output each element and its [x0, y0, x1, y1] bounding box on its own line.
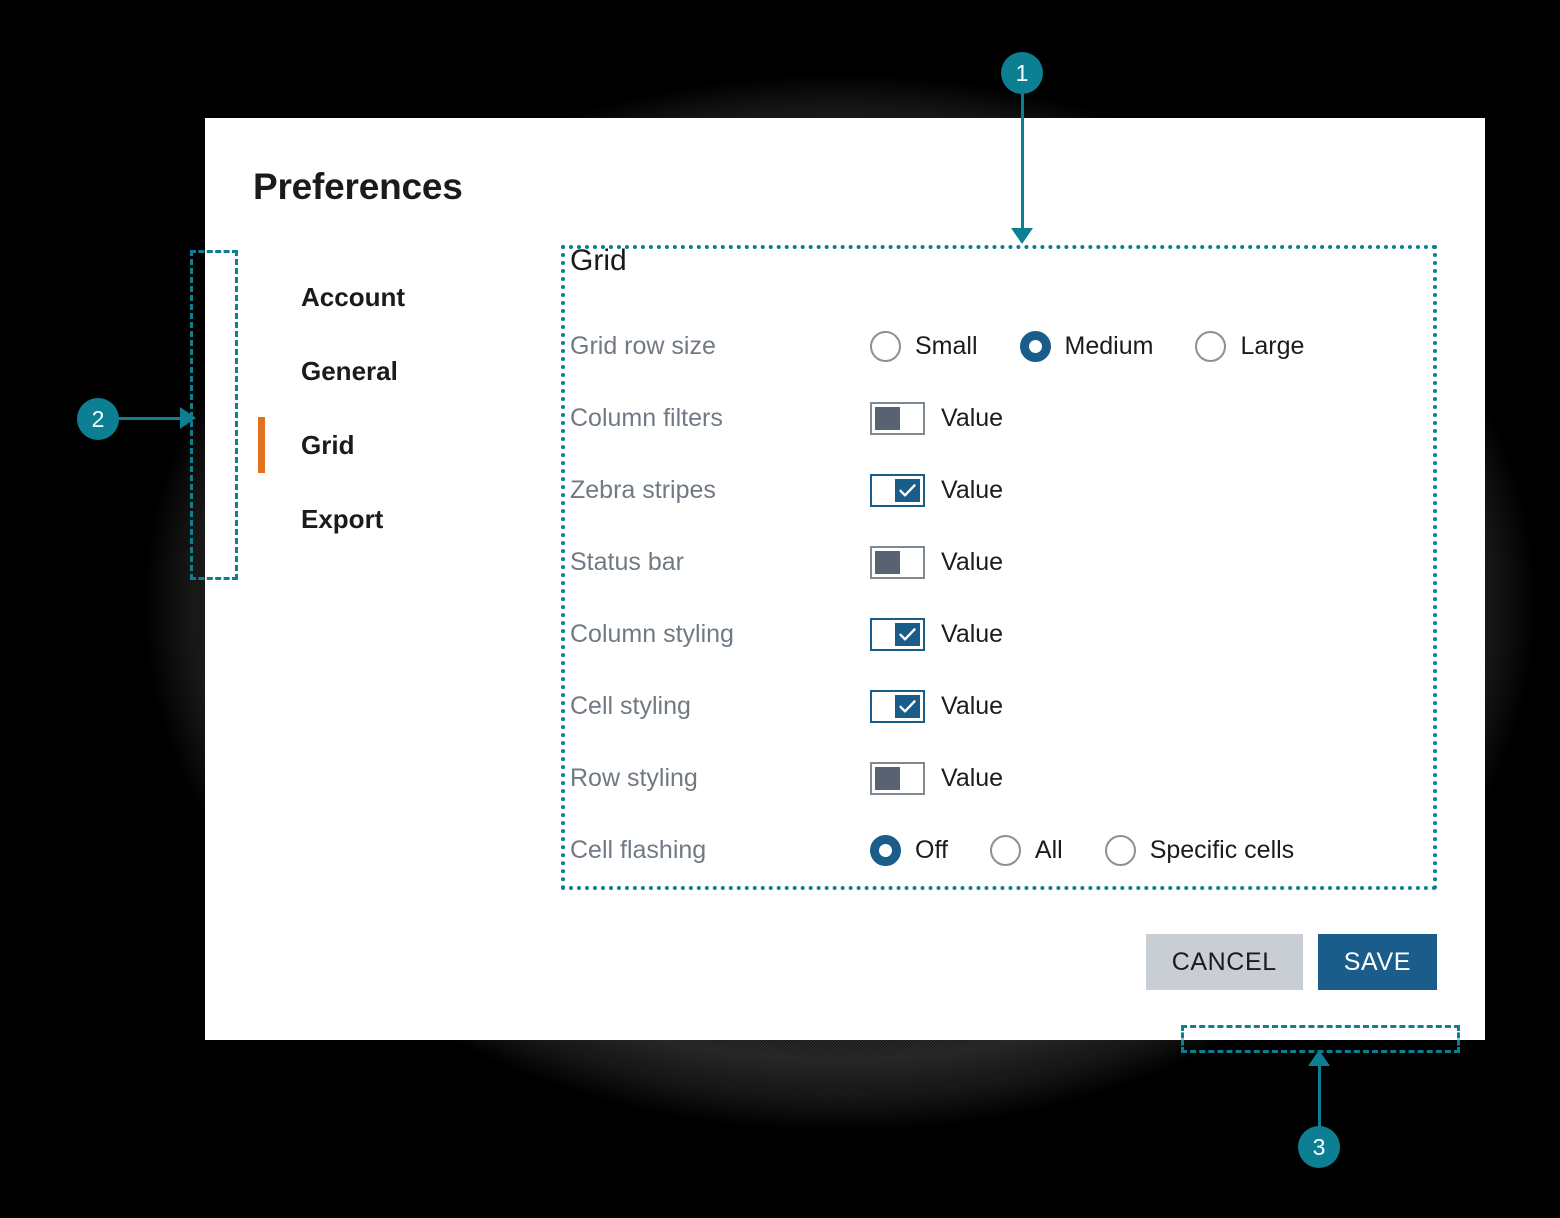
sidebar-item-label: General: [301, 355, 398, 386]
setting-row-cell-styling: Cell styling Value: [564, 670, 1440, 742]
annotation-marker-3[interactable]: 3: [1298, 1126, 1340, 1168]
leader-line-1: [1021, 88, 1024, 236]
radio-label: Off: [915, 835, 948, 864]
toggle-switch-on-icon: [870, 617, 925, 651]
radio-option-specific-cells[interactable]: Specific cells: [1104, 834, 1295, 866]
setting-label: Zebra stripes: [570, 475, 716, 504]
radio-icon: [1104, 834, 1136, 866]
setting-row-cell-flashing: Cell flashing Off All: [564, 814, 1440, 886]
leader-arrow-2: [180, 407, 196, 429]
radio-icon-selected: [870, 834, 901, 866]
toggle-switch-off-icon: [870, 761, 925, 795]
annotation-marker-2[interactable]: 2: [77, 398, 119, 440]
setting-label: Grid row size: [570, 331, 716, 360]
toggle-status-bar[interactable]: Value: [870, 545, 1004, 579]
toggle-label: Value: [941, 403, 1004, 432]
toggle-row-styling[interactable]: Value: [870, 761, 1004, 795]
radio-option-large[interactable]: Large: [1195, 330, 1305, 362]
check-icon: [899, 699, 916, 712]
sidebar-item-export[interactable]: Export: [253, 482, 543, 556]
toggle-knob: [875, 550, 900, 574]
toggle-cell-styling[interactable]: Value: [870, 689, 1004, 723]
setting-row-row-styling: Row styling Value: [564, 742, 1440, 814]
toggle-knob: [895, 478, 920, 502]
radio-icon-selected: [1019, 330, 1051, 362]
sidebar-item-label: Export: [301, 503, 384, 534]
sidebar-nav: Account General Grid Export: [253, 260, 543, 556]
setting-row-status-bar: Status bar Value: [564, 526, 1440, 598]
radio-option-small[interactable]: Small: [870, 330, 978, 362]
radio-label: Large: [1240, 331, 1305, 360]
setting-row-column-filters: Column filters Value: [564, 382, 1440, 454]
toggle-column-styling[interactable]: Value: [870, 617, 1004, 651]
setting-row-grid-row-size: Grid row size Small Medium: [564, 310, 1440, 382]
toggle-switch-on-icon: [870, 689, 925, 723]
radio-option-off[interactable]: Off: [870, 834, 948, 866]
toggle-switch-on-icon: [870, 473, 925, 507]
check-icon: [899, 627, 916, 640]
setting-row-zebra-stripes: Zebra stripes Value: [564, 454, 1440, 526]
toggle-zebra-stripes[interactable]: Value: [870, 473, 1004, 507]
active-indicator: [258, 417, 265, 473]
toggle-knob: [875, 406, 900, 430]
cancel-button[interactable]: CANCEL: [1145, 934, 1303, 990]
radio-icon: [1195, 330, 1227, 362]
sidebar-item-account[interactable]: Account: [253, 260, 543, 334]
setting-label: Cell flashing: [570, 835, 707, 864]
leader-line-2: [118, 417, 182, 420]
preferences-dialog: Preferences Account General Grid Export …: [205, 118, 1485, 1040]
setting-row-column-styling: Column styling Value: [564, 598, 1440, 670]
toggle-knob: [895, 622, 920, 646]
radio-group-cell-flashing: Off All Specific cells: [870, 834, 1295, 866]
sidebar-item-general[interactable]: General: [253, 334, 543, 408]
toggle-label: Value: [941, 619, 1004, 648]
radio-option-medium[interactable]: Medium: [1019, 330, 1154, 362]
sidebar-item-label: Grid: [301, 429, 355, 460]
toggle-switch-off-icon: [870, 545, 925, 579]
radio-group-grid-row-size: Small Medium Large: [870, 330, 1305, 362]
radio-label: Medium: [1064, 331, 1154, 360]
setting-label: Column filters: [570, 403, 723, 432]
radio-icon: [989, 834, 1021, 866]
setting-label: Row styling: [570, 763, 698, 792]
sidebar-item-grid[interactable]: Grid: [253, 408, 543, 482]
leader-arrow-1: [1011, 228, 1033, 244]
toggle-column-filters[interactable]: Value: [870, 401, 1004, 435]
setting-label: Column styling: [570, 619, 734, 648]
panel-heading: Grid: [570, 244, 627, 277]
setting-label: Cell styling: [570, 691, 691, 720]
leader-arrow-3: [1308, 1050, 1330, 1066]
dialog-footer-actions: CANCEL SAVE: [1145, 934, 1437, 990]
setting-label: Status bar: [570, 547, 684, 576]
toggle-label: Value: [941, 691, 1004, 720]
page-title: Preferences: [253, 166, 463, 207]
toggle-knob: [895, 694, 920, 718]
save-button[interactable]: SAVE: [1317, 934, 1437, 990]
toggle-label: Value: [941, 763, 1004, 792]
radio-label: Small: [915, 331, 978, 360]
radio-label: Specific cells: [1149, 835, 1295, 864]
toggle-knob: [875, 766, 900, 790]
toggle-switch-off-icon: [870, 401, 925, 435]
toggle-label: Value: [941, 475, 1004, 504]
toggle-label: Value: [941, 547, 1004, 576]
grid-settings-panel: Grid Grid row size Small Med: [564, 242, 1440, 886]
sidebar-item-label: Account: [301, 281, 405, 312]
annotation-marker-1[interactable]: 1: [1001, 52, 1043, 94]
check-icon: [899, 483, 916, 496]
radio-option-all[interactable]: All: [989, 834, 1063, 866]
leader-line-3: [1318, 1062, 1321, 1132]
radio-icon: [870, 330, 901, 362]
radio-label: All: [1034, 835, 1063, 864]
